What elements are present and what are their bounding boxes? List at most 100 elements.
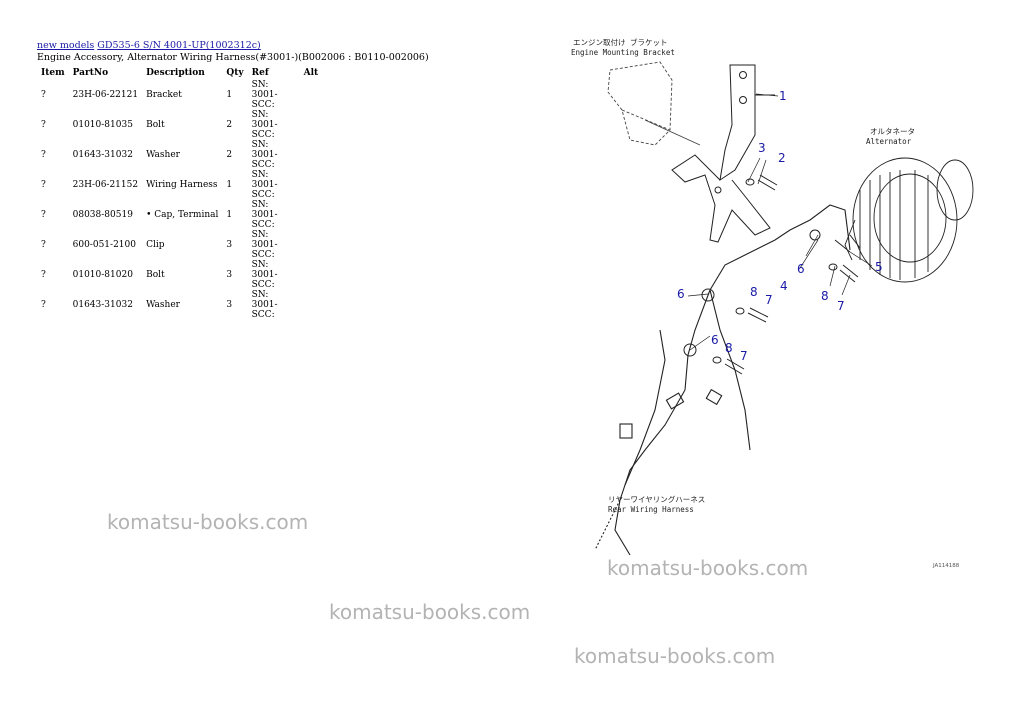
callout-8c: 8 — [725, 341, 733, 355]
table-row: ? 01010-81020 Bolt 3 SN: 3001-SCC: — [37, 260, 322, 290]
engine-mounting-bracket-drawing — [607, 61, 701, 146]
cell-item: ? — [41, 240, 46, 250]
cell-qty: 1 — [226, 90, 233, 100]
drawing-code: JA114188 — [932, 563, 960, 569]
callout-8a: 8 — [821, 289, 829, 303]
cell-alt — [300, 230, 323, 260]
header-qty: Qty — [226, 68, 244, 78]
cell-item: ? — [41, 270, 46, 280]
cell-partno: 01010-81035 — [72, 120, 133, 130]
table-row: ? 08038-80519 • Cap, Terminal 1 SN: 3001… — [37, 200, 322, 230]
cell-alt — [300, 290, 323, 320]
cell-item: ? — [41, 120, 46, 130]
watermark: komatsu-books.com — [107, 510, 309, 534]
cell-ref: SN: 3001-SCC: — [251, 200, 278, 230]
callout-7b: 7 — [765, 293, 773, 307]
cell-ref: SN: 3001-SCC: — [251, 80, 278, 110]
cell-description: Bolt — [146, 270, 165, 280]
cell-alt — [300, 110, 323, 140]
callout-8b: 8 — [750, 285, 758, 299]
header-item: Item — [41, 68, 65, 78]
cell-ref: SN: 3001-SCC: — [251, 290, 278, 320]
cell-partno: 23H-06-21152 — [72, 180, 139, 190]
label-rear-harness-en: Rear Wiring Harness — [608, 505, 694, 514]
cell-qty: 3 — [226, 240, 233, 250]
cell-alt — [300, 140, 323, 170]
cell-item: ? — [41, 150, 46, 160]
watermark: komatsu-books.com — [574, 644, 776, 668]
header-ref: Ref — [251, 68, 269, 78]
cell-qty: 1 — [226, 180, 233, 190]
callout-6a: 6 — [797, 262, 805, 276]
cell-partno: 01643-31032 — [72, 300, 133, 310]
callout-7a: 7 — [837, 299, 845, 313]
cell-partno: 23H-06-22121 — [72, 90, 139, 100]
cell-alt — [300, 170, 323, 200]
bracket-part-drawing — [671, 64, 775, 243]
cell-ref: SN: 3001-SCC: — [251, 260, 278, 290]
cell-alt — [300, 80, 323, 110]
cell-qty: 3 — [226, 300, 233, 310]
parts-table: Item PartNo Description Qty Ref Alt ? 23… — [37, 66, 322, 320]
cell-item: ? — [41, 210, 46, 220]
cell-description: Bolt — [146, 120, 165, 130]
cell-item: ? — [41, 90, 46, 100]
cell-alt — [300, 200, 323, 230]
alternator-drawing — [844, 157, 974, 283]
breadcrumb-link-new-models[interactable]: new models — [37, 40, 95, 51]
cell-description: Washer — [146, 150, 180, 160]
callout-7c: 7 — [740, 349, 748, 363]
callout-3: 3 — [758, 141, 766, 155]
cell-description: Clip — [146, 240, 165, 250]
cell-item: ? — [41, 300, 46, 310]
page-title: Engine Accessory, Alternator Wiring Harn… — [37, 52, 429, 63]
header-description: Description — [146, 68, 205, 78]
cell-ref: SN: 3001-SCC: — [251, 110, 278, 140]
cell-ref: SN: 3001-SCC: — [251, 230, 278, 260]
cell-qty: 3 — [226, 270, 233, 280]
callout-5: 5 — [875, 260, 883, 274]
cell-partno: 08038-80519 — [72, 210, 133, 220]
callout-6c: 6 — [711, 333, 719, 347]
callout-1: 1 — [779, 89, 787, 103]
table-row: ? 23H-06-22121 Bracket 1 SN: 3001-SCC: — [37, 80, 322, 110]
table-row: ? 01643-31032 Washer 3 SN: 3001-SCC: — [37, 290, 322, 320]
label-engine-bracket-en: Engine Mounting Bracket — [571, 48, 675, 57]
cell-alt — [300, 260, 323, 290]
label-alternator-en: Alternator — [866, 137, 912, 146]
label-alternator-jp: オルタネータ — [870, 127, 915, 136]
parts-diagram: エンジン取付け ブラケット Engine Mounting Bracket オル… — [571, 37, 974, 569]
label-engine-bracket-jp: エンジン取付け ブラケット — [573, 37, 668, 47]
callout-6b: 6 — [677, 287, 685, 301]
leader-lines — [687, 93, 873, 351]
cell-partno: 01643-31032 — [72, 150, 133, 160]
watermark: komatsu-books.com — [607, 556, 809, 580]
cell-qty: 2 — [226, 120, 233, 130]
table-row: ? 01010-81035 Bolt 2 SN: 3001-SCC: — [37, 110, 322, 140]
cell-description: • Cap, Terminal — [146, 210, 219, 220]
breadcrumb-link-model[interactable]: GD535-6 S/N 4001-UP(1002312c) — [97, 40, 261, 51]
header-alt: Alt — [303, 68, 319, 78]
cell-ref: SN: 3001-SCC: — [251, 170, 278, 200]
cell-partno: 600-051-2100 — [72, 240, 136, 250]
header-partno: PartNo — [72, 68, 109, 78]
wiring-harness-drawing — [594, 204, 851, 556]
cell-item: ? — [41, 180, 46, 190]
cell-description: Washer — [146, 300, 180, 310]
cell-description: Wiring Harness — [146, 180, 218, 190]
label-rear-harness-jp: リヤーワイヤリングハーネス — [608, 494, 705, 504]
table-row: ? 01643-31032 Washer 2 SN: 3001-SCC: — [37, 140, 322, 170]
callout-4: 4 — [780, 279, 788, 293]
table-row: ? 23H-06-21152 Wiring Harness 1 SN: 3001… — [37, 170, 322, 200]
cell-ref: SN: 3001-SCC: — [251, 140, 278, 170]
fasteners-drawing — [683, 174, 861, 375]
callout-2: 2 — [778, 151, 786, 165]
breadcrumb: new models GD535-6 S/N 4001-UP(1002312c) — [37, 40, 261, 52]
table-header-row: Item PartNo Description Qty Ref Alt — [37, 66, 322, 80]
cell-partno: 01010-81020 — [72, 270, 133, 280]
cell-qty: 2 — [226, 150, 233, 160]
cell-qty: 1 — [226, 210, 233, 220]
cell-description: Bracket — [146, 90, 182, 100]
table-row: ? 600-051-2100 Clip 3 SN: 3001-SCC: — [37, 230, 322, 260]
watermark: komatsu-books.com — [329, 600, 531, 624]
